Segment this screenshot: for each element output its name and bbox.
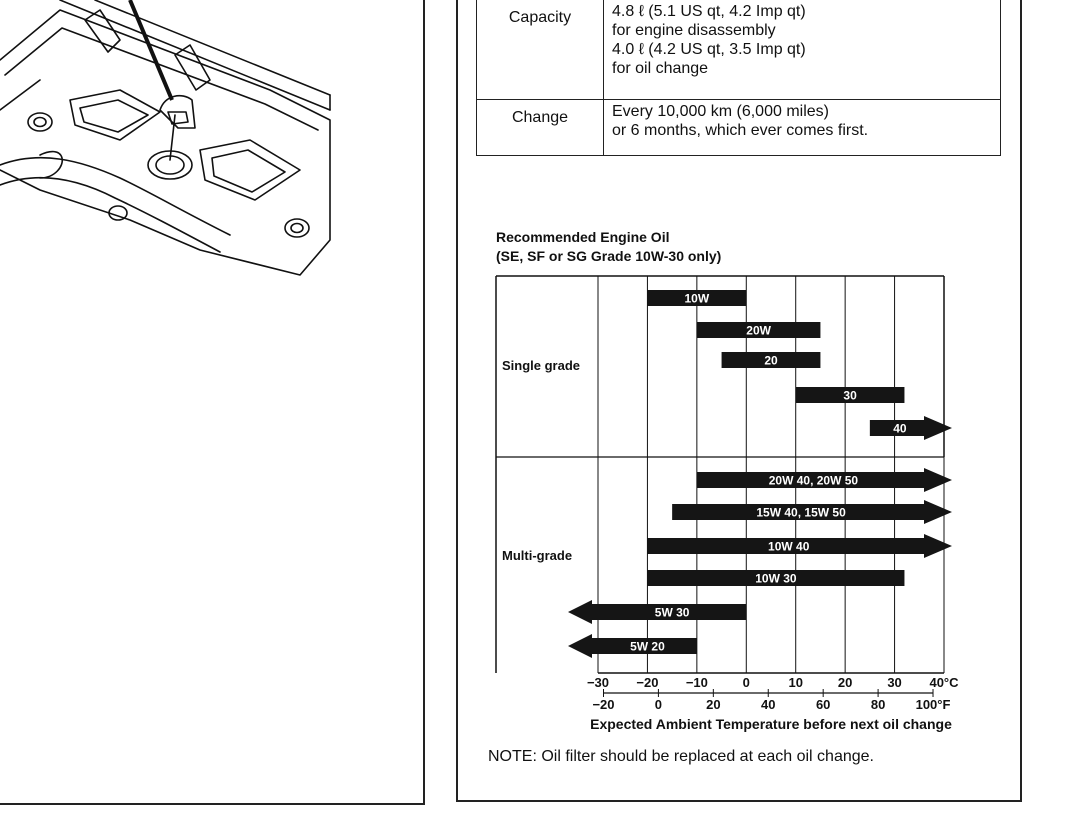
oil-range-bar (647, 534, 952, 558)
oil-grade-label: 20W (746, 324, 771, 338)
oil-grade-label: 5W 20 (630, 640, 665, 654)
x-tick-label-celsius: 20 (838, 675, 852, 690)
x-tick-label-celsius: −10 (686, 675, 708, 690)
oil-grade-label: 20 (764, 354, 778, 368)
oil-range-bar (672, 500, 952, 524)
oil-filter-note: NOTE: Oil filter should be replaced at e… (488, 748, 874, 765)
x-tick-label-fahrenheit: 40 (761, 697, 775, 712)
oil-chart-subtitle: (SE, SF or SG Grade 10W-30 only) (496, 248, 722, 264)
x-tick-label-fahrenheit: 60 (816, 697, 830, 712)
oil-range-bar (696, 322, 821, 338)
oil-chart-title: Recommended Engine Oil (SE, SF or SG Gra… (496, 228, 721, 266)
oil-range-bar (869, 416, 952, 440)
oil-range-bar (568, 634, 697, 658)
x-tick-label-celsius: −30 (587, 675, 609, 690)
change-label: Change (476, 99, 604, 156)
capacity-line-1: 4.8 ℓ (5.1 US qt, 4.2 Imp qt) (612, 3, 806, 20)
oil-grade-label: 30 (843, 389, 857, 403)
x-tick-label-fahrenheit: 100°F (916, 697, 951, 712)
capacity-label: Capacity (476, 0, 604, 100)
oil-range-bar (647, 290, 747, 306)
x-tick-label-celsius: −20 (636, 675, 658, 690)
x-tick-label-fahrenheit: 0 (655, 697, 662, 712)
oil-range-bar (647, 570, 905, 586)
capacity-value: 4.8 ℓ (5.1 US qt, 4.2 Imp qt) for engine… (603, 0, 1001, 100)
oil-viscosity-chart: −30 −20 −10 0 10 20 30 40°C −20 0 20 40 60 80 100°F Sin… (495, 275, 959, 712)
oil-spec-panel: Capacity 4.8 ℓ (5.1 US qt, 4.2 Imp qt) f… (456, 0, 1022, 802)
oil-grade-label: 40 (893, 422, 907, 436)
oil-grade-label: 10W (685, 292, 710, 306)
oil-grade-label: 5W 30 (655, 606, 690, 620)
oil-range-bar (721, 352, 821, 368)
capacity-line-4: for oil change (612, 60, 709, 77)
x-tick-label-celsius: 10 (788, 675, 802, 690)
oil-grade-label: 10W 30 (755, 572, 797, 586)
change-line-2: or 6 months, which ever comes first. (612, 122, 869, 139)
x-tick-label-celsius: 0 (743, 675, 750, 690)
x-tick-label-celsius: 30 (887, 675, 901, 690)
x-tick-label-fahrenheit: 80 (871, 697, 885, 712)
oil-spec-table: Capacity 4.8 ℓ (5.1 US qt, 4.2 Imp qt) f… (476, 0, 1001, 156)
engine-oil-filler-illustration (0, 0, 331, 276)
oil-grade-label: 15W 40, 15W 50 (756, 506, 846, 520)
oil-grade-label: 10W 40 (768, 540, 810, 554)
oil-range-bar (795, 387, 905, 403)
table-row-capacity: Capacity 4.8 ℓ (5.1 US qt, 4.2 Imp qt) f… (476, 0, 1001, 100)
x-tick-label-fahrenheit: 20 (706, 697, 720, 712)
change-line-1: Every 10,000 km (6,000 miles) (612, 103, 829, 120)
capacity-line-2: for engine disassembly (612, 22, 776, 39)
x-tick-label-fahrenheit: −20 (592, 697, 614, 712)
oil-grade-label: 20W 40, 20W 50 (769, 474, 859, 488)
oil-range-bar (568, 600, 747, 624)
oil-range-bar (696, 468, 952, 492)
capacity-line-3: 4.0 ℓ (4.2 US qt, 3.5 Imp qt) (612, 41, 806, 58)
left-panel-frame (0, 0, 425, 805)
chart-x-axis-caption: Expected Ambient Temperature before next… (590, 716, 952, 732)
table-row-change: Change Every 10,000 km (6,000 miles) or … (476, 99, 1001, 156)
engine-figure-panel (0, 0, 425, 805)
group-label: Single grade (502, 358, 580, 373)
x-tick-label-celsius: 40°C (929, 675, 959, 690)
change-value: Every 10,000 km (6,000 miles) or 6 month… (603, 99, 1001, 156)
group-label: Multi-grade (502, 548, 572, 563)
oil-chart-title-line1: Recommended Engine Oil (496, 229, 670, 245)
